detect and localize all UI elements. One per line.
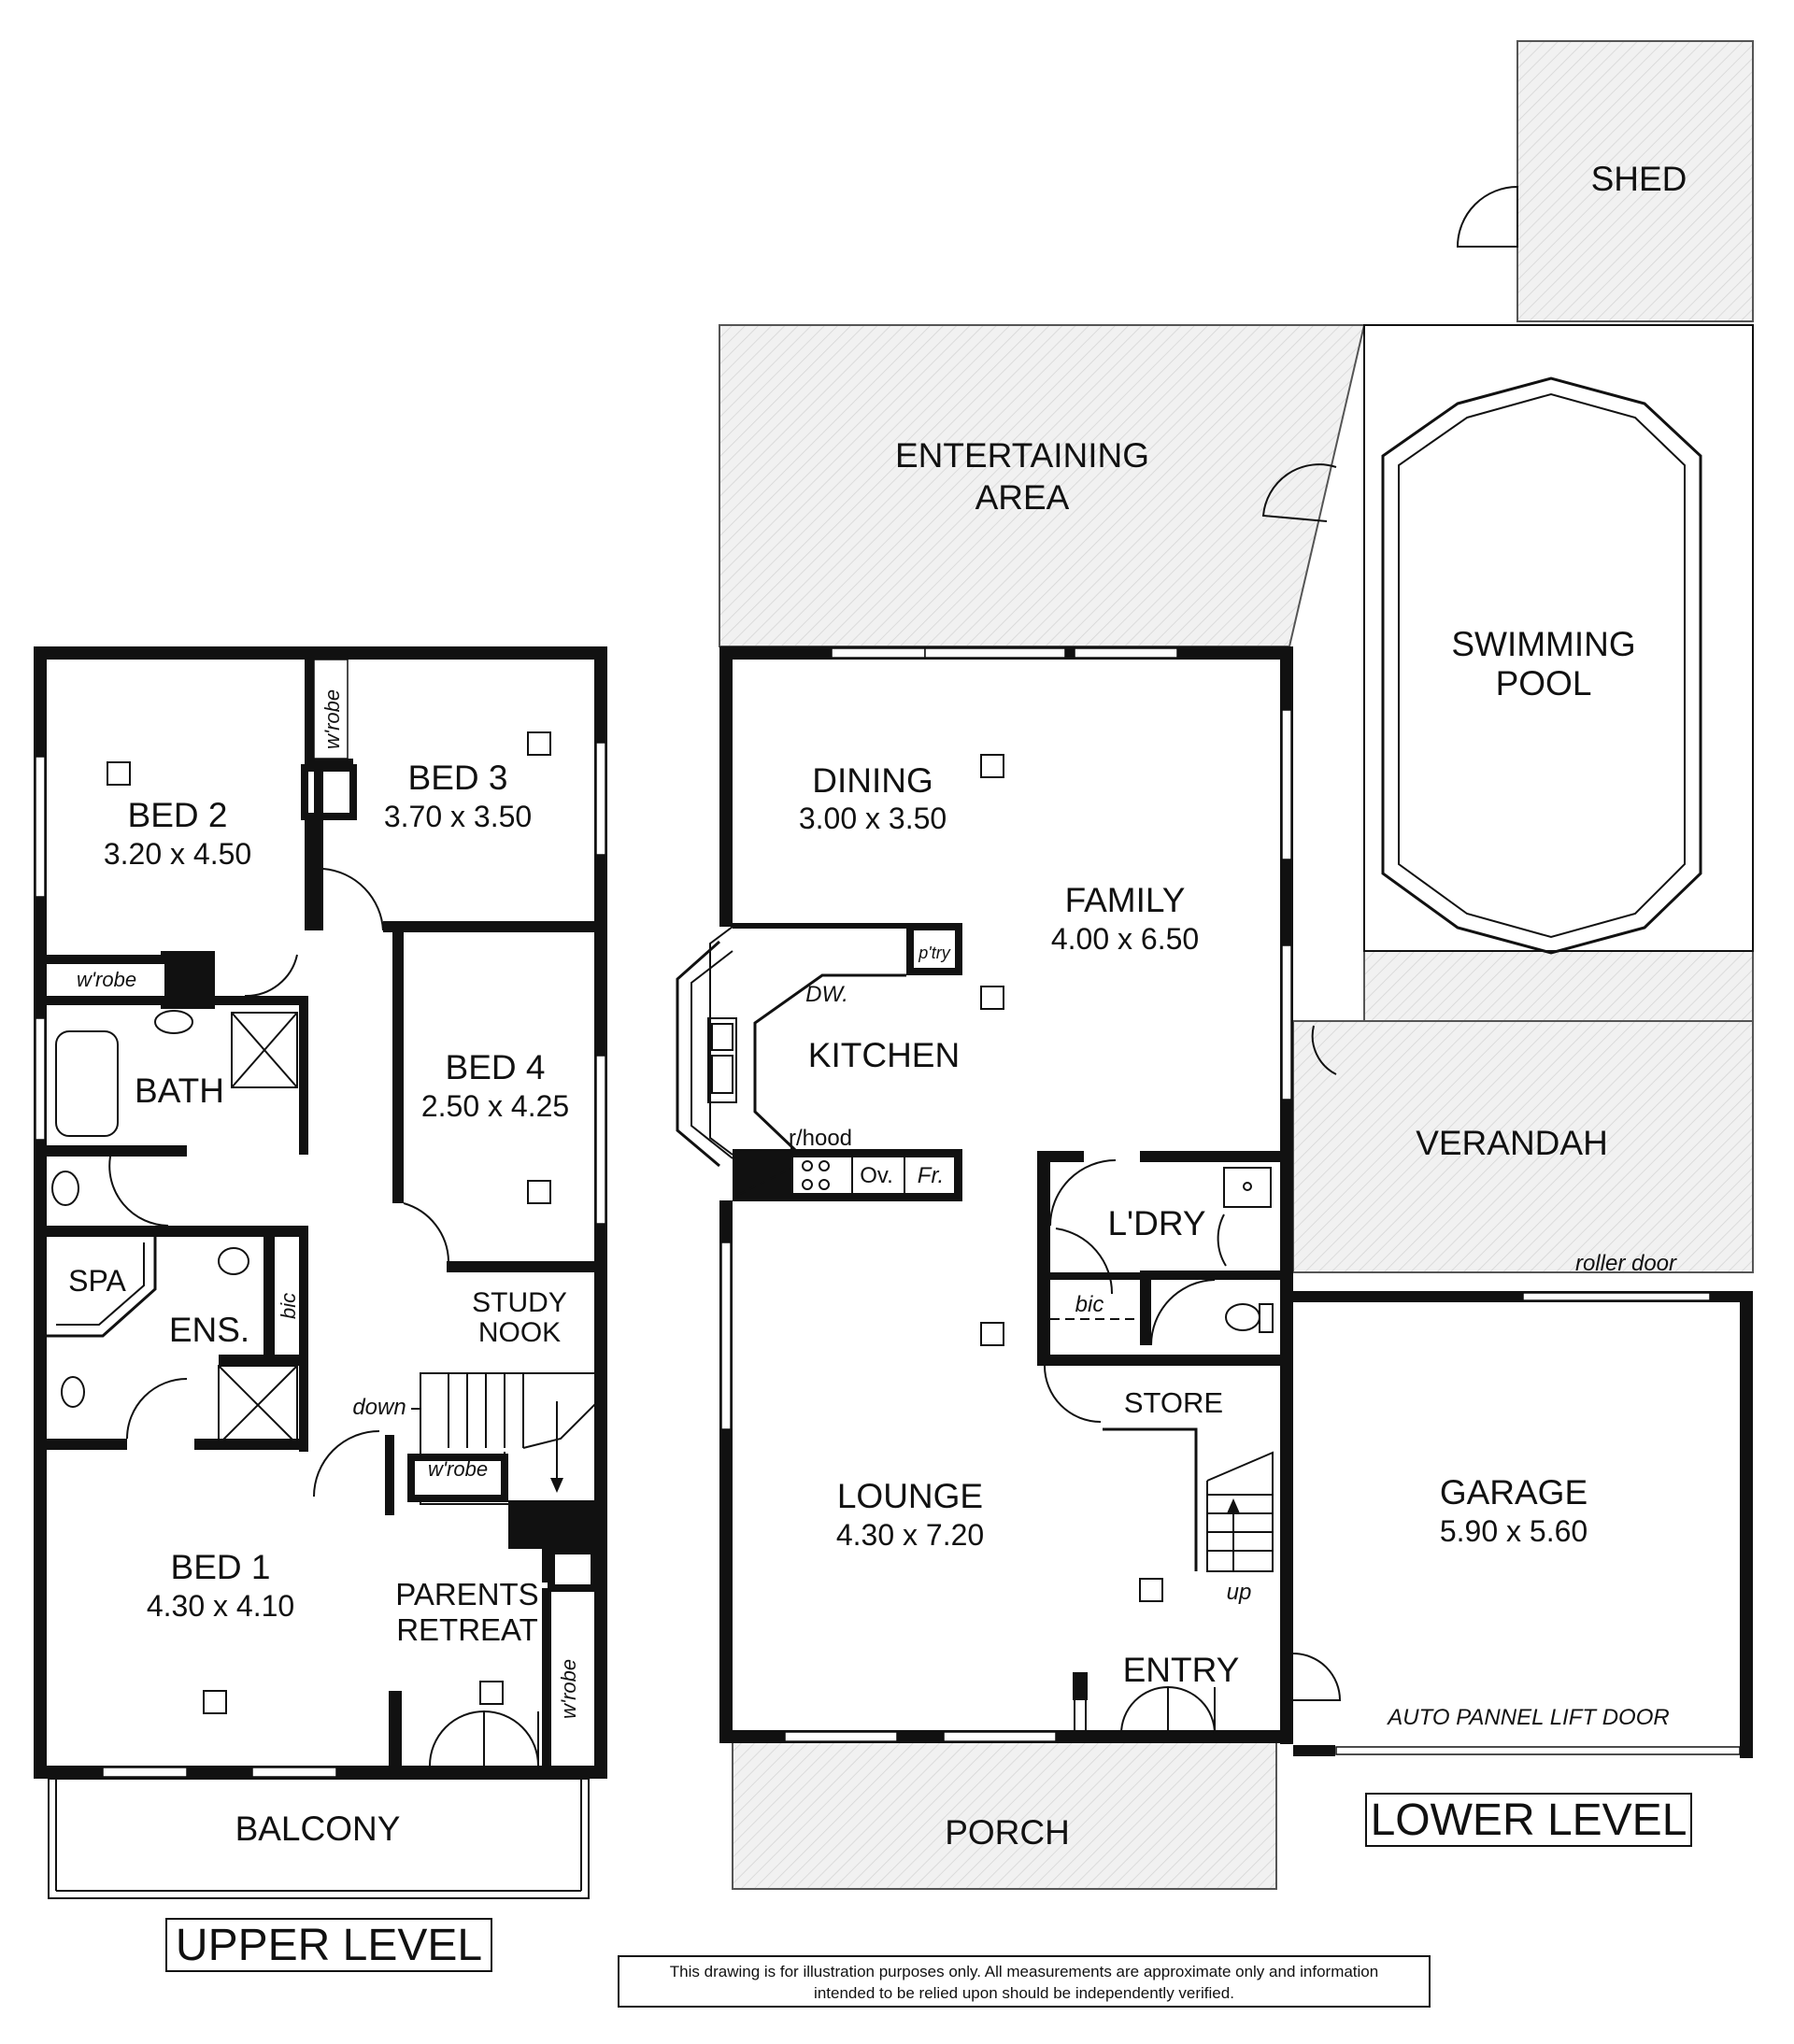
room-entry: ENTRY bbox=[1123, 1651, 1240, 1689]
shed-door bbox=[1456, 185, 1518, 248]
label-down: down bbox=[352, 1395, 406, 1420]
balcony-slab bbox=[48, 1778, 590, 1899]
label-up: up bbox=[1227, 1580, 1252, 1605]
lower-stairs bbox=[1206, 1451, 1274, 1572]
room-bed2-dim: 3.20 x 4.50 bbox=[104, 837, 251, 871]
label-wrobe-bed3: w'robe bbox=[320, 689, 344, 749]
label-oven: Ov. bbox=[860, 1163, 893, 1188]
lower-labels: ENTERTAINING AREA SHED SWIMMING POOL DIN… bbox=[789, 160, 1687, 1852]
room-verandah: VERANDAH bbox=[1416, 1124, 1608, 1162]
light-fittings bbox=[107, 731, 1163, 1714]
room-porch: PORCH bbox=[945, 1813, 1070, 1852]
room-pool-2: POOL bbox=[1496, 664, 1592, 703]
room-bed3-dim: 3.70 x 3.50 bbox=[384, 800, 532, 833]
room-bed3-name: BED 3 bbox=[408, 759, 508, 797]
upper-stairs bbox=[411, 1372, 599, 1505]
room-store: STORE bbox=[1124, 1386, 1223, 1419]
room-study-2: NOOK bbox=[478, 1317, 561, 1348]
room-spa: SPA bbox=[68, 1264, 126, 1298]
room-entertaining-1: ENTERTAINING bbox=[895, 436, 1149, 475]
lower-walls bbox=[676, 646, 1342, 1744]
lower-level-title: LOWER LEVEL bbox=[1371, 1796, 1687, 1845]
room-ens: ENS. bbox=[169, 1311, 249, 1349]
room-study-1: STUDY bbox=[472, 1287, 567, 1318]
label-rhood: r/hood bbox=[789, 1126, 852, 1151]
label-fridge: Fr. bbox=[918, 1163, 944, 1188]
label-roller-door: roller door bbox=[1575, 1251, 1677, 1276]
room-family-dim: 4.00 x 6.50 bbox=[1051, 922, 1199, 956]
label-pantry: p'try bbox=[918, 944, 950, 962]
room-garage-dim: 5.90 x 5.60 bbox=[1440, 1514, 1588, 1548]
garage bbox=[1280, 1291, 1753, 1758]
room-balcony: BALCONY bbox=[235, 1810, 401, 1848]
label-wrobe-bed2: w'robe bbox=[77, 968, 136, 991]
disclaimer: This drawing is for illustration purpose… bbox=[618, 1955, 1431, 2008]
room-lounge-dim: 4.30 x 7.20 bbox=[836, 1518, 984, 1552]
label-lift-door: AUTO PANNEL LIFT DOOR bbox=[1386, 1705, 1669, 1730]
room-family-name: FAMILY bbox=[1065, 881, 1186, 919]
room-bed1-dim: 4.30 x 4.10 bbox=[147, 1589, 294, 1623]
label-wrobe-retreat: w'robe bbox=[557, 1659, 580, 1719]
upper-walls bbox=[34, 646, 607, 1899]
shed-area bbox=[1516, 40, 1754, 322]
room-laundry: L'DRY bbox=[1107, 1204, 1205, 1242]
room-lounge-name: LOUNGE bbox=[837, 1477, 983, 1515]
room-pool-1: SWIMMING bbox=[1451, 625, 1635, 663]
room-shed: SHED bbox=[1591, 160, 1687, 198]
room-bed2-name: BED 2 bbox=[128, 796, 228, 834]
label-bic-lower: bic bbox=[1075, 1292, 1104, 1317]
level-titles: LOWER LEVEL UPPER LEVEL bbox=[165, 1793, 1692, 1972]
outdoor-areas bbox=[719, 40, 1754, 1890]
room-retreat-2: RETREAT bbox=[396, 1612, 538, 1647]
upper-labels: BED 2 3.20 x 4.50 BED 3 3.70 x 3.50 BED … bbox=[68, 689, 580, 1848]
pool-gate bbox=[1261, 463, 1337, 522]
room-bed4-dim: 2.50 x 4.25 bbox=[421, 1089, 569, 1123]
disclaimer-line-1: This drawing is for illustration purpose… bbox=[670, 1963, 1378, 1980]
room-dining-dim: 3.00 x 3.50 bbox=[799, 802, 947, 835]
room-bed1-name: BED 1 bbox=[171, 1548, 271, 1586]
label-wrobe-bed1: w'robe bbox=[428, 1457, 488, 1481]
swimming-pool bbox=[1363, 324, 1754, 955]
room-entertaining-2: AREA bbox=[975, 478, 1070, 517]
disclaimer-line-2: intended to be relied upon should be ind… bbox=[814, 1984, 1234, 2002]
label-dw: DW. bbox=[805, 982, 848, 1007]
room-dining-name: DINING bbox=[812, 761, 933, 800]
room-bed4-name: BED 4 bbox=[446, 1048, 546, 1086]
room-garage-name: GARAGE bbox=[1440, 1473, 1588, 1512]
label-bic-upper: bic bbox=[277, 1293, 300, 1319]
porch-area bbox=[732, 1733, 1277, 1890]
room-retreat-1: PARENTS bbox=[395, 1577, 538, 1611]
room-kitchen: KITCHEN bbox=[808, 1036, 960, 1074]
room-bath: BATH bbox=[135, 1072, 224, 1110]
upper-level-title: UPPER LEVEL bbox=[176, 1921, 482, 1970]
